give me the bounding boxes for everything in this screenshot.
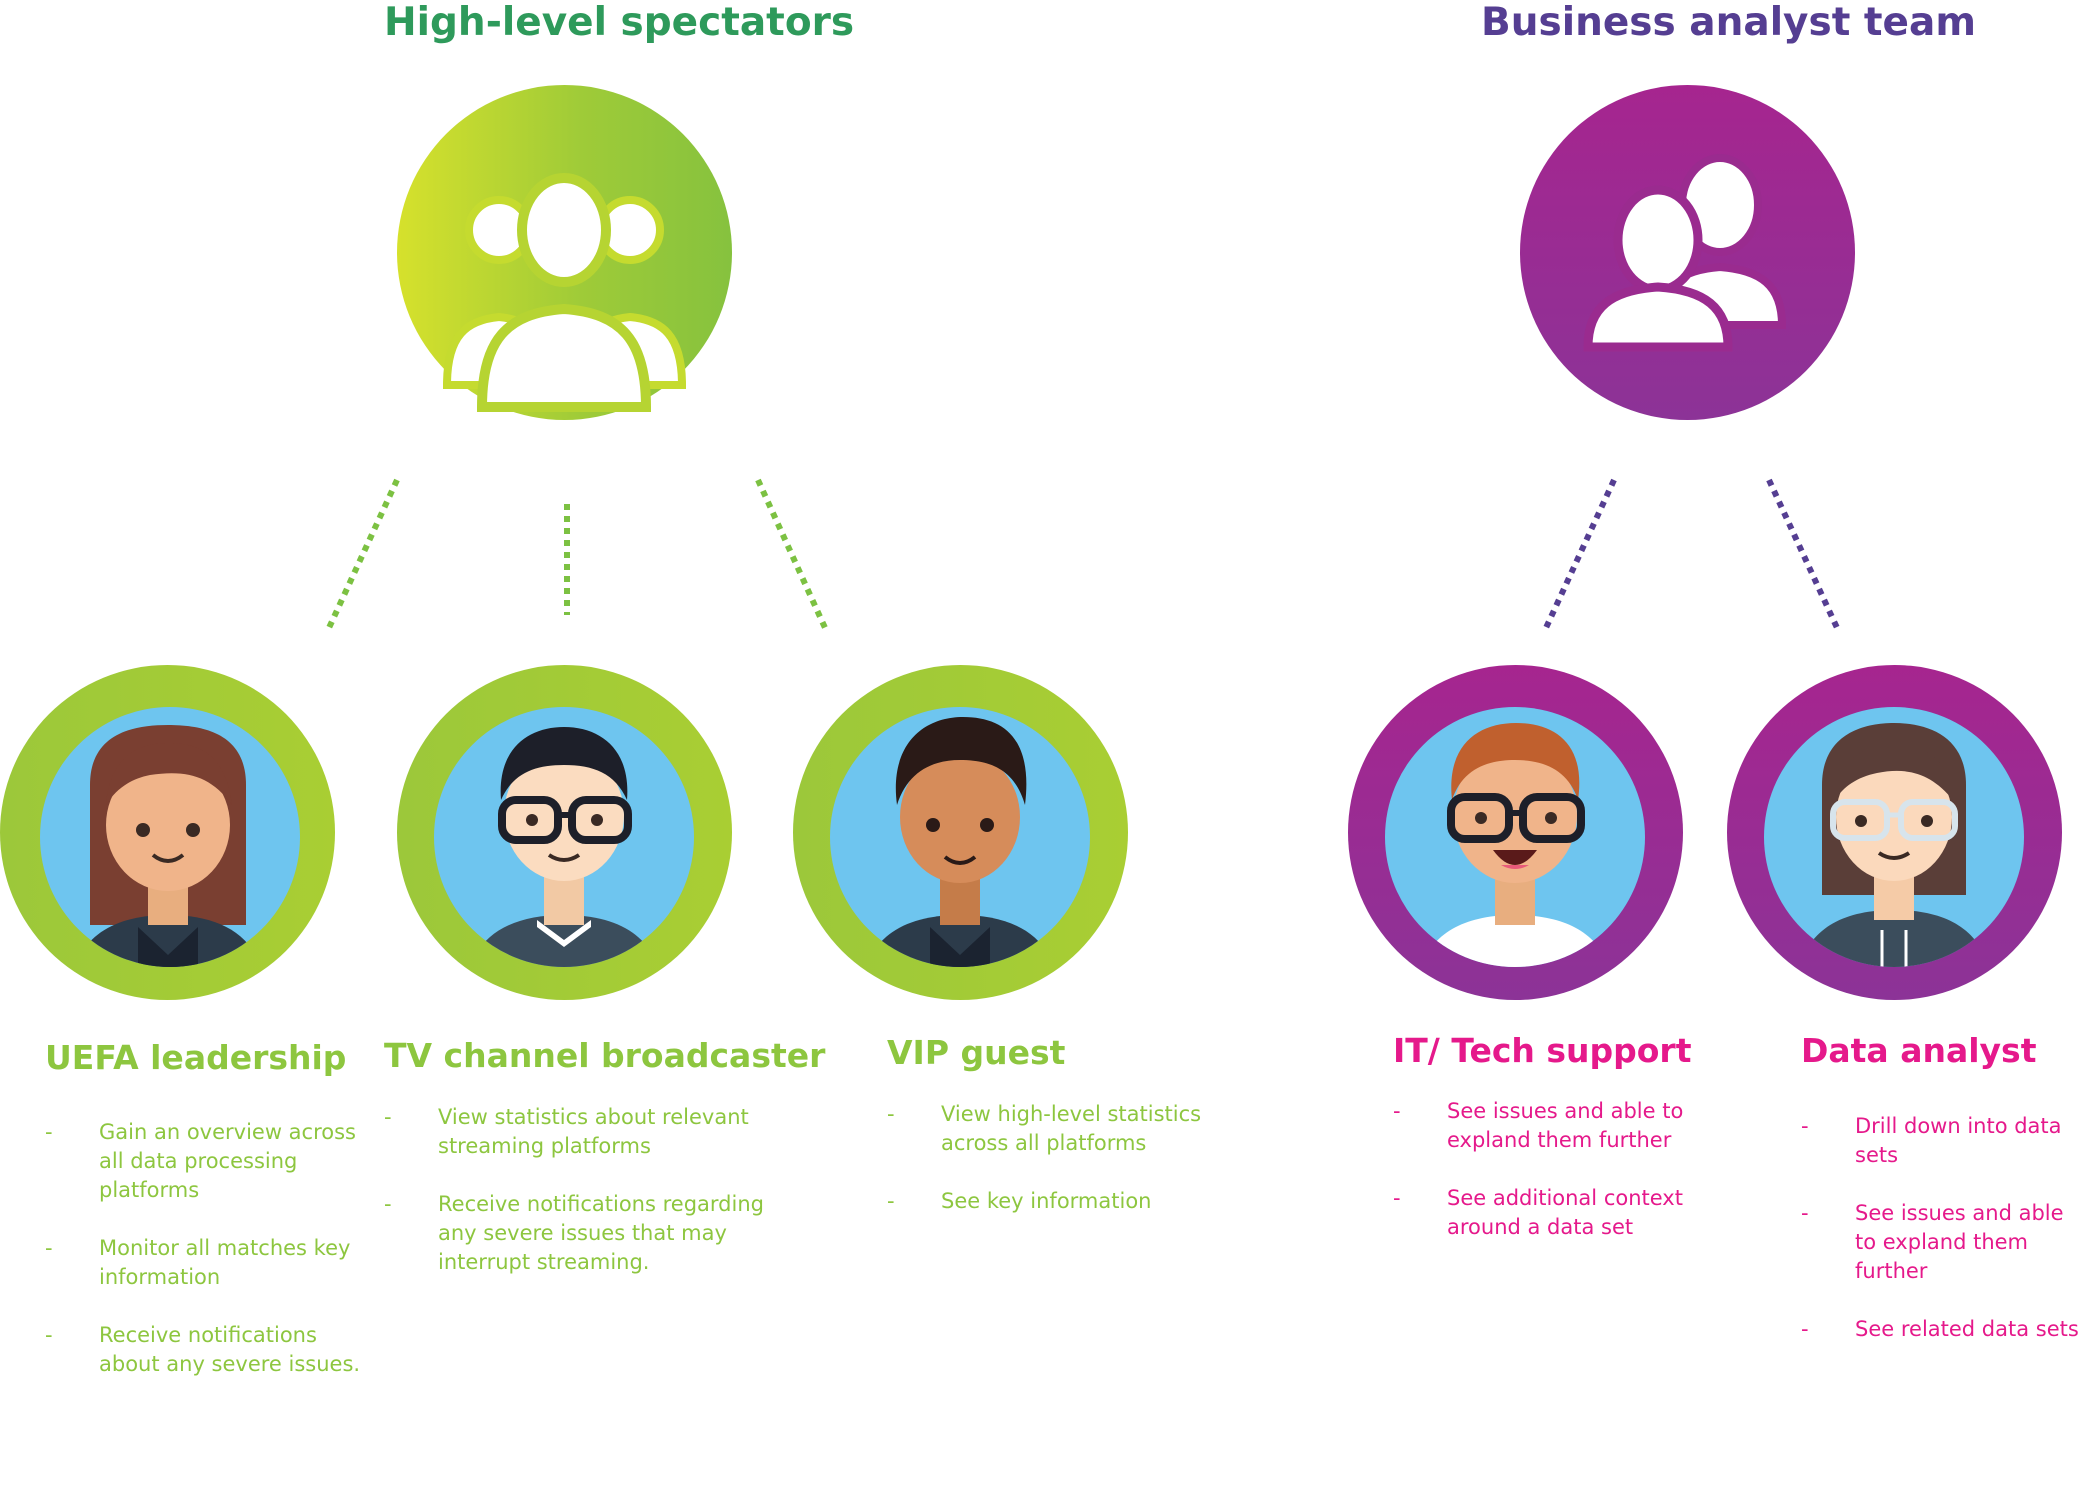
man-avatar-icon: [830, 707, 1090, 967]
bullet-dash: -: [887, 1189, 895, 1213]
bullet-dash: -: [384, 1105, 392, 1129]
list-item-text: View statistics about relevant streaming…: [438, 1105, 749, 1158]
users-pair-icon: [1583, 154, 1787, 352]
list-item-text: View high-level statistics across all pl…: [941, 1102, 1202, 1155]
connector-it: [1542, 478, 1617, 632]
vip-guest-avatar: [793, 665, 1128, 1000]
connector-uefa: [325, 478, 400, 632]
redhead-glasses-avatar-icon: [1385, 707, 1645, 967]
list-item: - View high-level statistics across all p…: [887, 1100, 1227, 1158]
list-item: - Monitor all matches key information: [45, 1234, 365, 1292]
data-analyst-title: Data analyst: [1801, 1031, 2037, 1070]
list-item: - See additional context around a data se…: [1393, 1184, 1733, 1242]
list-item-text: Receive notifications regarding any seve…: [438, 1192, 764, 1274]
list-item: - See issues and able to expland them fur…: [1801, 1199, 2088, 1286]
list-item-text: Monitor all matches key information: [99, 1236, 351, 1289]
data-analyst-list: - Drill down into data sets - See issues a…: [1801, 1112, 2088, 1373]
bullet-dash: -: [45, 1323, 53, 1347]
list-item: - View statistics about relevant streamin…: [384, 1103, 774, 1161]
bullet-dash: -: [1801, 1114, 1809, 1138]
woman-avatar-icon: [40, 707, 300, 967]
list-item: - Drill down into data sets: [1801, 1112, 2088, 1170]
list-item: - See related data sets: [1801, 1315, 2088, 1344]
list-item: - Receive notifications about any severe …: [45, 1321, 365, 1379]
bullet-dash: -: [1801, 1317, 1809, 1341]
bullet-dash: -: [1801, 1201, 1809, 1225]
it-tech-support-title: IT/ Tech support: [1393, 1031, 1692, 1070]
man-glasses-avatar-icon: [434, 707, 694, 967]
bullet-dash: -: [45, 1120, 53, 1144]
woman-glasses-hoodie-avatar-icon: [1764, 707, 2024, 967]
tv-channel-broadcaster-list: - View statistics about relevant streamin…: [384, 1103, 774, 1306]
bullet-dash: -: [45, 1236, 53, 1260]
list-item-text: Receive notifications about any severe i…: [99, 1323, 361, 1376]
it-tech-support-avatar: [1348, 665, 1683, 1000]
list-item: - Receive notifications regarding any sev…: [384, 1190, 774, 1277]
vip-guest-list: - View high-level statistics across all p…: [887, 1100, 1227, 1245]
bullet-dash: -: [1393, 1186, 1401, 1210]
analysts-group-circle: [1520, 85, 1855, 420]
bullet-dash: -: [887, 1102, 895, 1126]
users-group-icon: [442, 173, 687, 412]
data-analyst-avatar: [1727, 665, 2062, 1000]
uefa-leadership-title: UEFA leadership: [45, 1038, 347, 1077]
uefa-leadership-avatar: [0, 665, 335, 1000]
tv-channel-broadcaster-avatar: [397, 665, 732, 1000]
business-analyst-team-title: Business analyst team: [1481, 0, 1976, 45]
spectators-group-circle: [397, 85, 732, 420]
tv-channel-broadcaster-title: TV channel broadcaster: [384, 1036, 826, 1075]
list-item-text: Gain an overview across all data process…: [99, 1120, 356, 1202]
list-item: - See issues and able to expland them fur…: [1393, 1097, 1733, 1155]
list-item-text: See issues and able to expland them furt…: [1447, 1099, 1684, 1152]
list-item: - Gain an overview across all data proces…: [45, 1118, 365, 1205]
high-level-spectators-title: High-level spectators: [384, 0, 855, 45]
vip-guest-title: VIP guest: [887, 1033, 1066, 1072]
list-item-text: See additional context around a data set: [1447, 1186, 1683, 1239]
bullet-dash: -: [384, 1192, 392, 1216]
list-item: - See key information: [887, 1187, 1227, 1216]
connector-vip: [755, 478, 829, 632]
connector-data: [1766, 478, 1841, 632]
list-item-text: See issues and able to expland them furt…: [1855, 1201, 2064, 1283]
list-item-text: See related data sets: [1855, 1317, 2079, 1341]
uefa-leadership-list: - Gain an overview across all data proces…: [45, 1118, 365, 1408]
list-item-text: Drill down into data sets: [1855, 1114, 2062, 1167]
list-item-text: See key information: [941, 1189, 1152, 1213]
it-tech-support-list: - See issues and able to expland them fur…: [1393, 1097, 1733, 1271]
bullet-dash: -: [1393, 1099, 1401, 1123]
